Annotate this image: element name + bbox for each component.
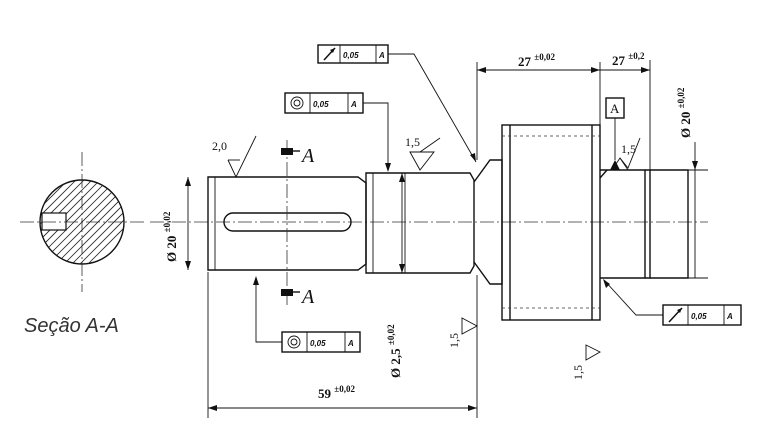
tol-left-upper-datum: A — [350, 100, 357, 109]
tol-left-lower-value: 0,05 — [310, 339, 326, 348]
cut-label-bottom: A — [300, 286, 315, 308]
roughness-symbol-2: 1,5 — [405, 135, 441, 171]
svg-text:27 ±0,02: 27 ±0,02 — [518, 52, 555, 69]
concentricity-icon — [287, 335, 301, 349]
tolerance-frame-top: 0,05 A — [317, 44, 477, 163]
tol-left-upper-value: 0,05 — [313, 100, 329, 109]
tol-right-value: 0,05 — [691, 312, 707, 321]
keyway-slot — [223, 212, 352, 232]
svg-text:59 ±0,02: 59 ±0,02 — [318, 384, 355, 401]
roughness-1-label: 2,0 — [212, 139, 227, 153]
dia-right-value: Ø 20 — [678, 112, 693, 138]
section-cut-marks: A A — [281, 140, 315, 308]
cut-label-top: A — [300, 145, 315, 167]
shaft-right-section-b — [650, 169, 689, 279]
dia-left-value: Ø 20 — [164, 236, 179, 262]
dia-right-tol: ±0,02 — [676, 87, 686, 108]
len-right-tol: ±0,2 — [628, 51, 645, 61]
roughness-2-label: 1,5 — [405, 135, 420, 149]
dia-mid-tol: ±0,02 — [386, 324, 396, 345]
roughness-symbol-1: 2,0 — [212, 135, 257, 179]
section-label: Seção A-A — [24, 315, 119, 337]
shaft-middle-section — [365, 172, 475, 274]
len-total-value: 59 — [318, 386, 332, 401]
shaft-view — [150, 124, 708, 321]
diameter-left: Ø 20 ±0,02 — [162, 177, 191, 270]
concentricity-icon — [290, 96, 304, 110]
dia-left-tol: ±0,02 — [162, 211, 172, 232]
len-gear-tol: ±0,02 — [534, 52, 555, 62]
tol-left-lower-datum: A — [347, 339, 354, 348]
svg-text:27 ±0,2: 27 ±0,2 — [612, 51, 645, 68]
diameter-right: Ø 20 ±0,02 — [650, 87, 708, 279]
section-hatching — [40, 180, 124, 264]
tol-top-datum: A — [378, 51, 385, 60]
tolerance-frame-left-upper: 0,05 A — [284, 92, 391, 172]
len-gear-value: 27 — [518, 54, 532, 69]
tol-right-datum: A — [726, 312, 733, 321]
dia-mid-value: Ø 2,5 — [388, 348, 403, 378]
len-right-value: 27 — [612, 53, 626, 68]
datum-label: A — [610, 101, 620, 116]
len-total-tol: ±0,02 — [334, 384, 355, 394]
svg-text:Ø 2,5 ±0,02: Ø 2,5 ±0,02 — [386, 324, 403, 378]
section-view: Seção A-A — [20, 152, 145, 337]
datum-marker: A — [605, 97, 625, 170]
svg-text:Ø 20 ±0,02: Ø 20 ±0,02 — [676, 87, 693, 138]
roughness-symbol-3: 1,5 — [447, 317, 478, 348]
tol-top-value: 0,05 — [343, 51, 359, 60]
roughness-4-label: 1,5 — [571, 365, 585, 380]
roughness-5-label: 1,5 — [621, 142, 636, 156]
svg-text:Ø 20 ±0,02: Ø 20 ±0,02 — [162, 211, 179, 262]
shaft-right-section-a — [600, 169, 646, 279]
diameter-mid: Ø 2,5 ±0,02 — [386, 173, 405, 378]
length-total: 59 ±0,02 — [207, 272, 478, 418]
tolerance-frame-left-lower: 0,05 A — [253, 276, 361, 353]
gear-body — [501, 124, 601, 321]
length-gear: 27 ±0,02 — [476, 52, 601, 160]
roughness-symbol-4: 1,5 — [571, 344, 601, 380]
length-right: 27 ±0,2 — [600, 51, 651, 170]
tolerance-frame-right: 0,05 A — [603, 279, 742, 326]
roughness-3-label: 1,5 — [447, 333, 461, 348]
